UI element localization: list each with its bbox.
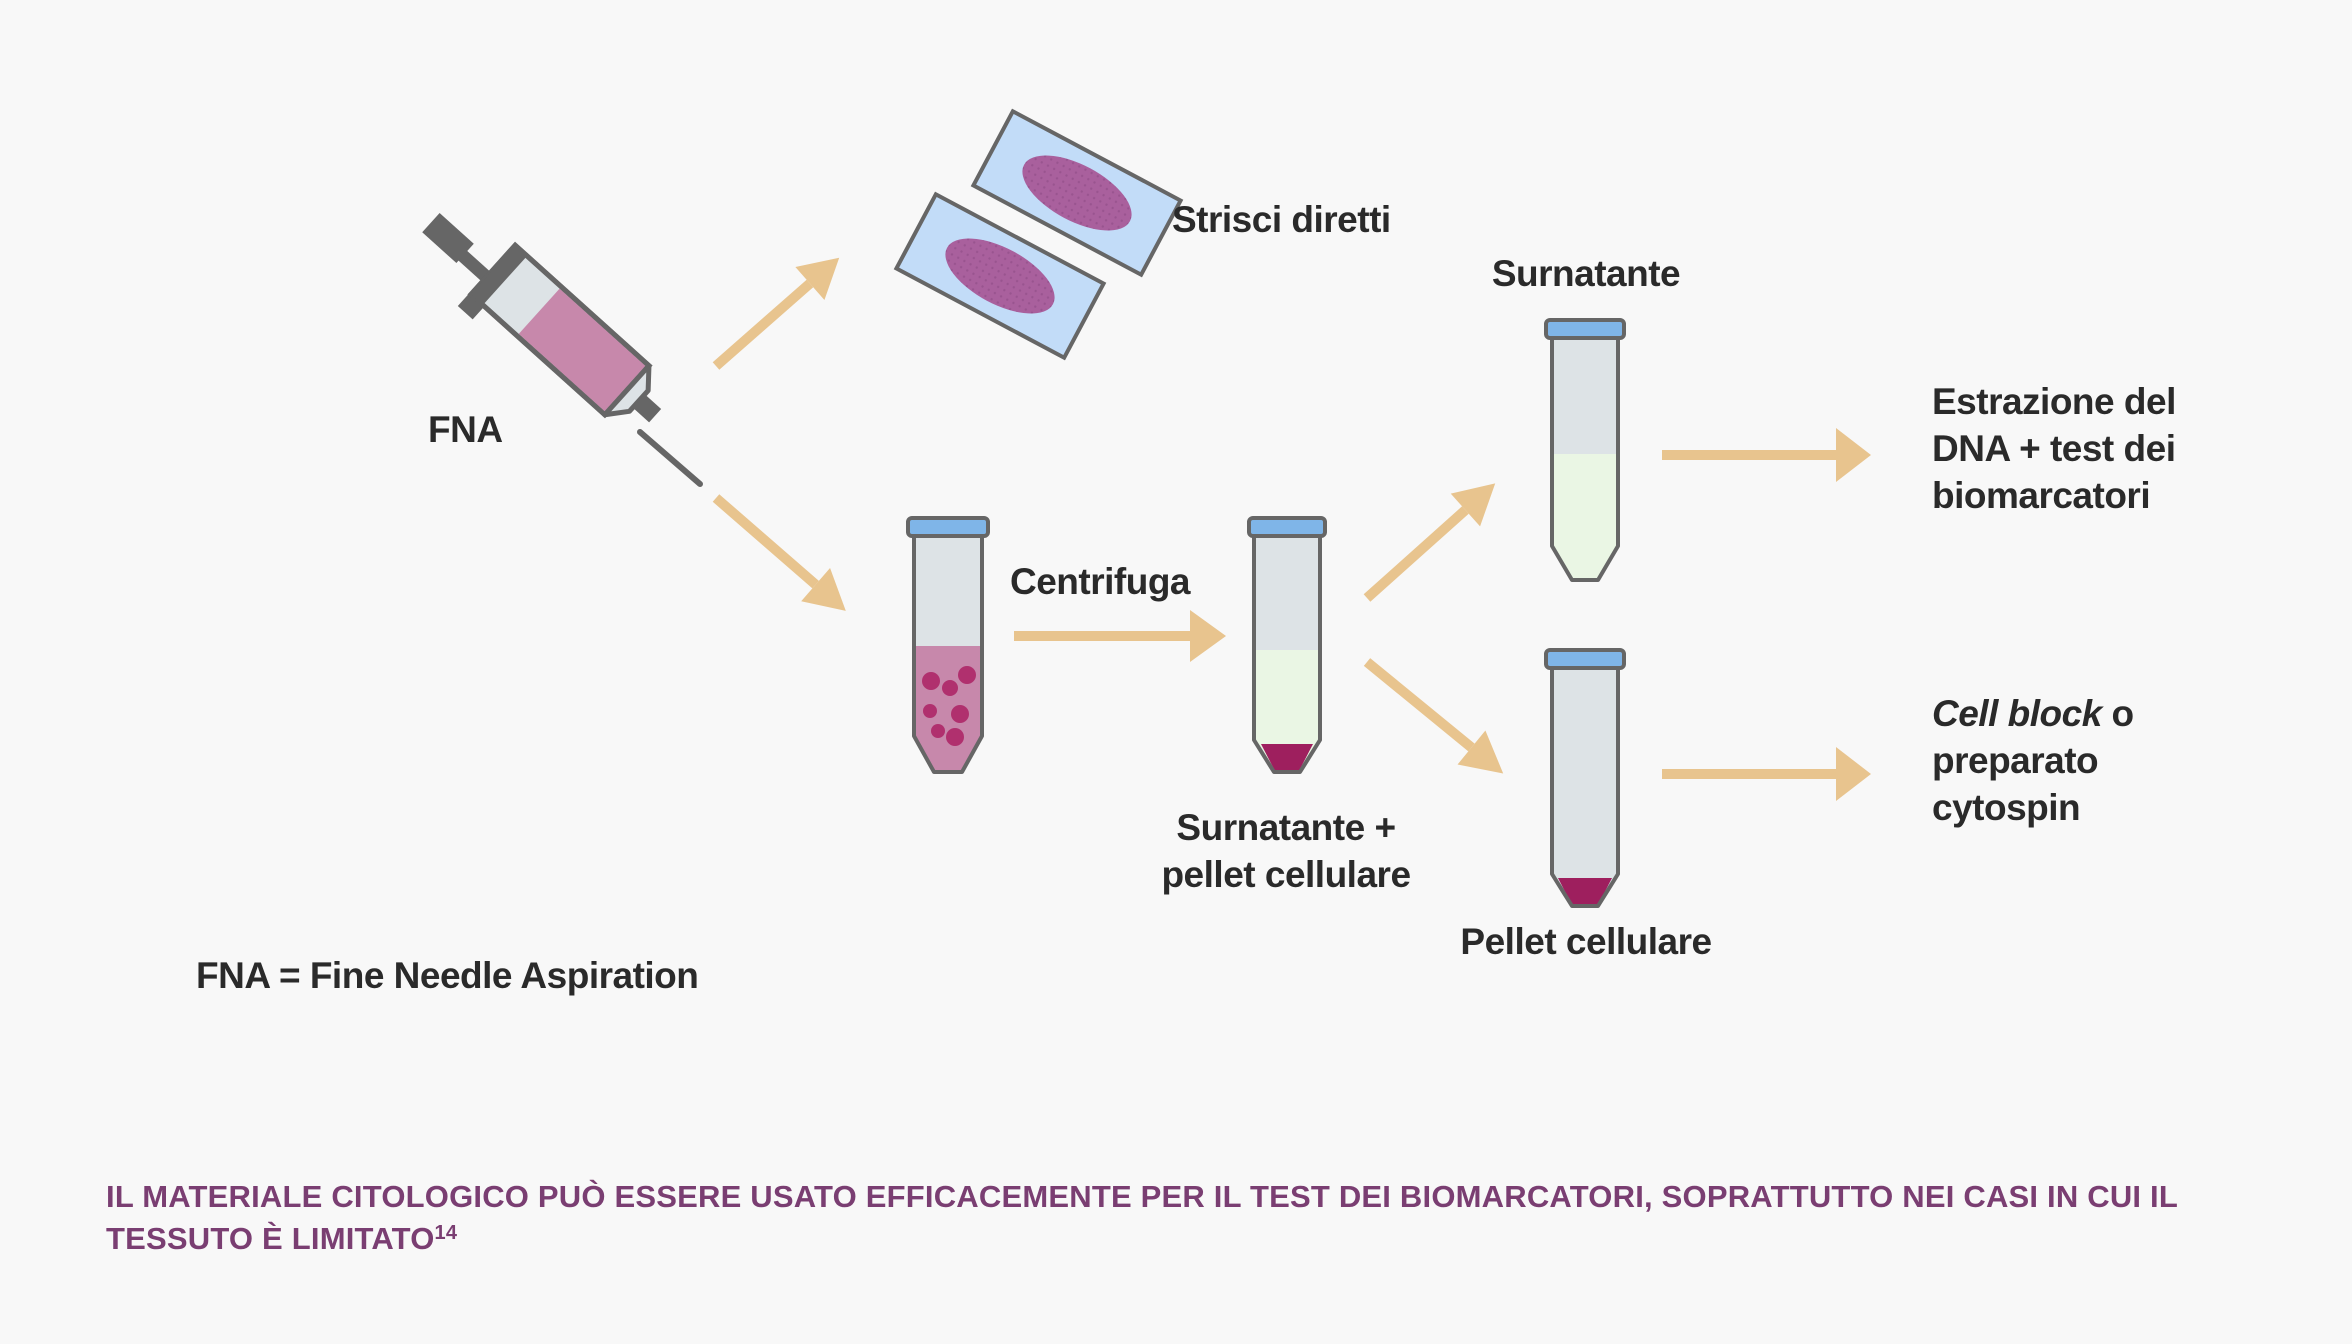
footnote: IL MATERIALE CITOLOGICO PUÒ ESSERE USATO… bbox=[106, 1176, 2266, 1260]
label-estrazione-line1: Estrazione del bbox=[1932, 381, 2176, 422]
slide-bottom bbox=[893, 191, 1107, 361]
label-cell-block: Cell block o preparato cytospin bbox=[1932, 690, 2134, 831]
arrow-to-pellet bbox=[1363, 658, 1504, 774]
label-cell-block-line2: preparato bbox=[1932, 740, 2099, 781]
label-surnatante: Surnatante bbox=[1491, 253, 1681, 294]
tube-supernatant bbox=[1544, 318, 1626, 582]
label-cell-block-line3: cytospin bbox=[1932, 787, 2081, 828]
arrow-to-tube bbox=[712, 494, 846, 611]
syringe-icon bbox=[422, 212, 703, 487]
label-fna: FNA bbox=[428, 409, 503, 450]
footnote-reference: 14 bbox=[434, 1222, 458, 1244]
label-estrazione-line3: biomarcatori bbox=[1932, 475, 2151, 516]
label-estrazione-line2: DNA + test dei bbox=[1932, 428, 2176, 469]
tube-sample bbox=[906, 516, 990, 774]
label-cell-block-rest: o bbox=[2101, 693, 2135, 734]
arrow-to-estrazione bbox=[1662, 428, 1871, 482]
label-surnatante-pellet-line1: Surnatante + bbox=[1176, 807, 1396, 848]
tube-pellet bbox=[1544, 648, 1626, 908]
label-cell-block-italic: Cell block bbox=[1932, 693, 2102, 734]
label-surnatante-pellet: Surnatante + pellet cellulare bbox=[1136, 804, 1436, 898]
arrow-to-slides bbox=[712, 257, 840, 370]
label-estrazione: Estrazione del DNA + test dei biomarcato… bbox=[1932, 378, 2176, 519]
tube-supernatant-pellet bbox=[1247, 516, 1327, 774]
label-surnatante-pellet-line2: pellet cellulare bbox=[1161, 854, 1411, 895]
label-centrifuga: Centrifuga bbox=[1010, 561, 1191, 602]
arrow-to-cellblock bbox=[1662, 747, 1871, 801]
slide-top bbox=[970, 108, 1184, 278]
arrow-centrifuga bbox=[1014, 610, 1226, 662]
arrow-to-surnatante bbox=[1363, 483, 1496, 602]
footnote-text: IL MATERIALE CITOLOGICO PUÒ ESSERE USATO… bbox=[106, 1179, 2178, 1256]
label-strisci-diretti: Strisci diretti bbox=[1172, 199, 1391, 240]
legend-fna-definition: FNA = Fine Needle Aspiration bbox=[196, 955, 699, 996]
label-pellet-cellulare: Pellet cellulare bbox=[1460, 921, 1712, 962]
